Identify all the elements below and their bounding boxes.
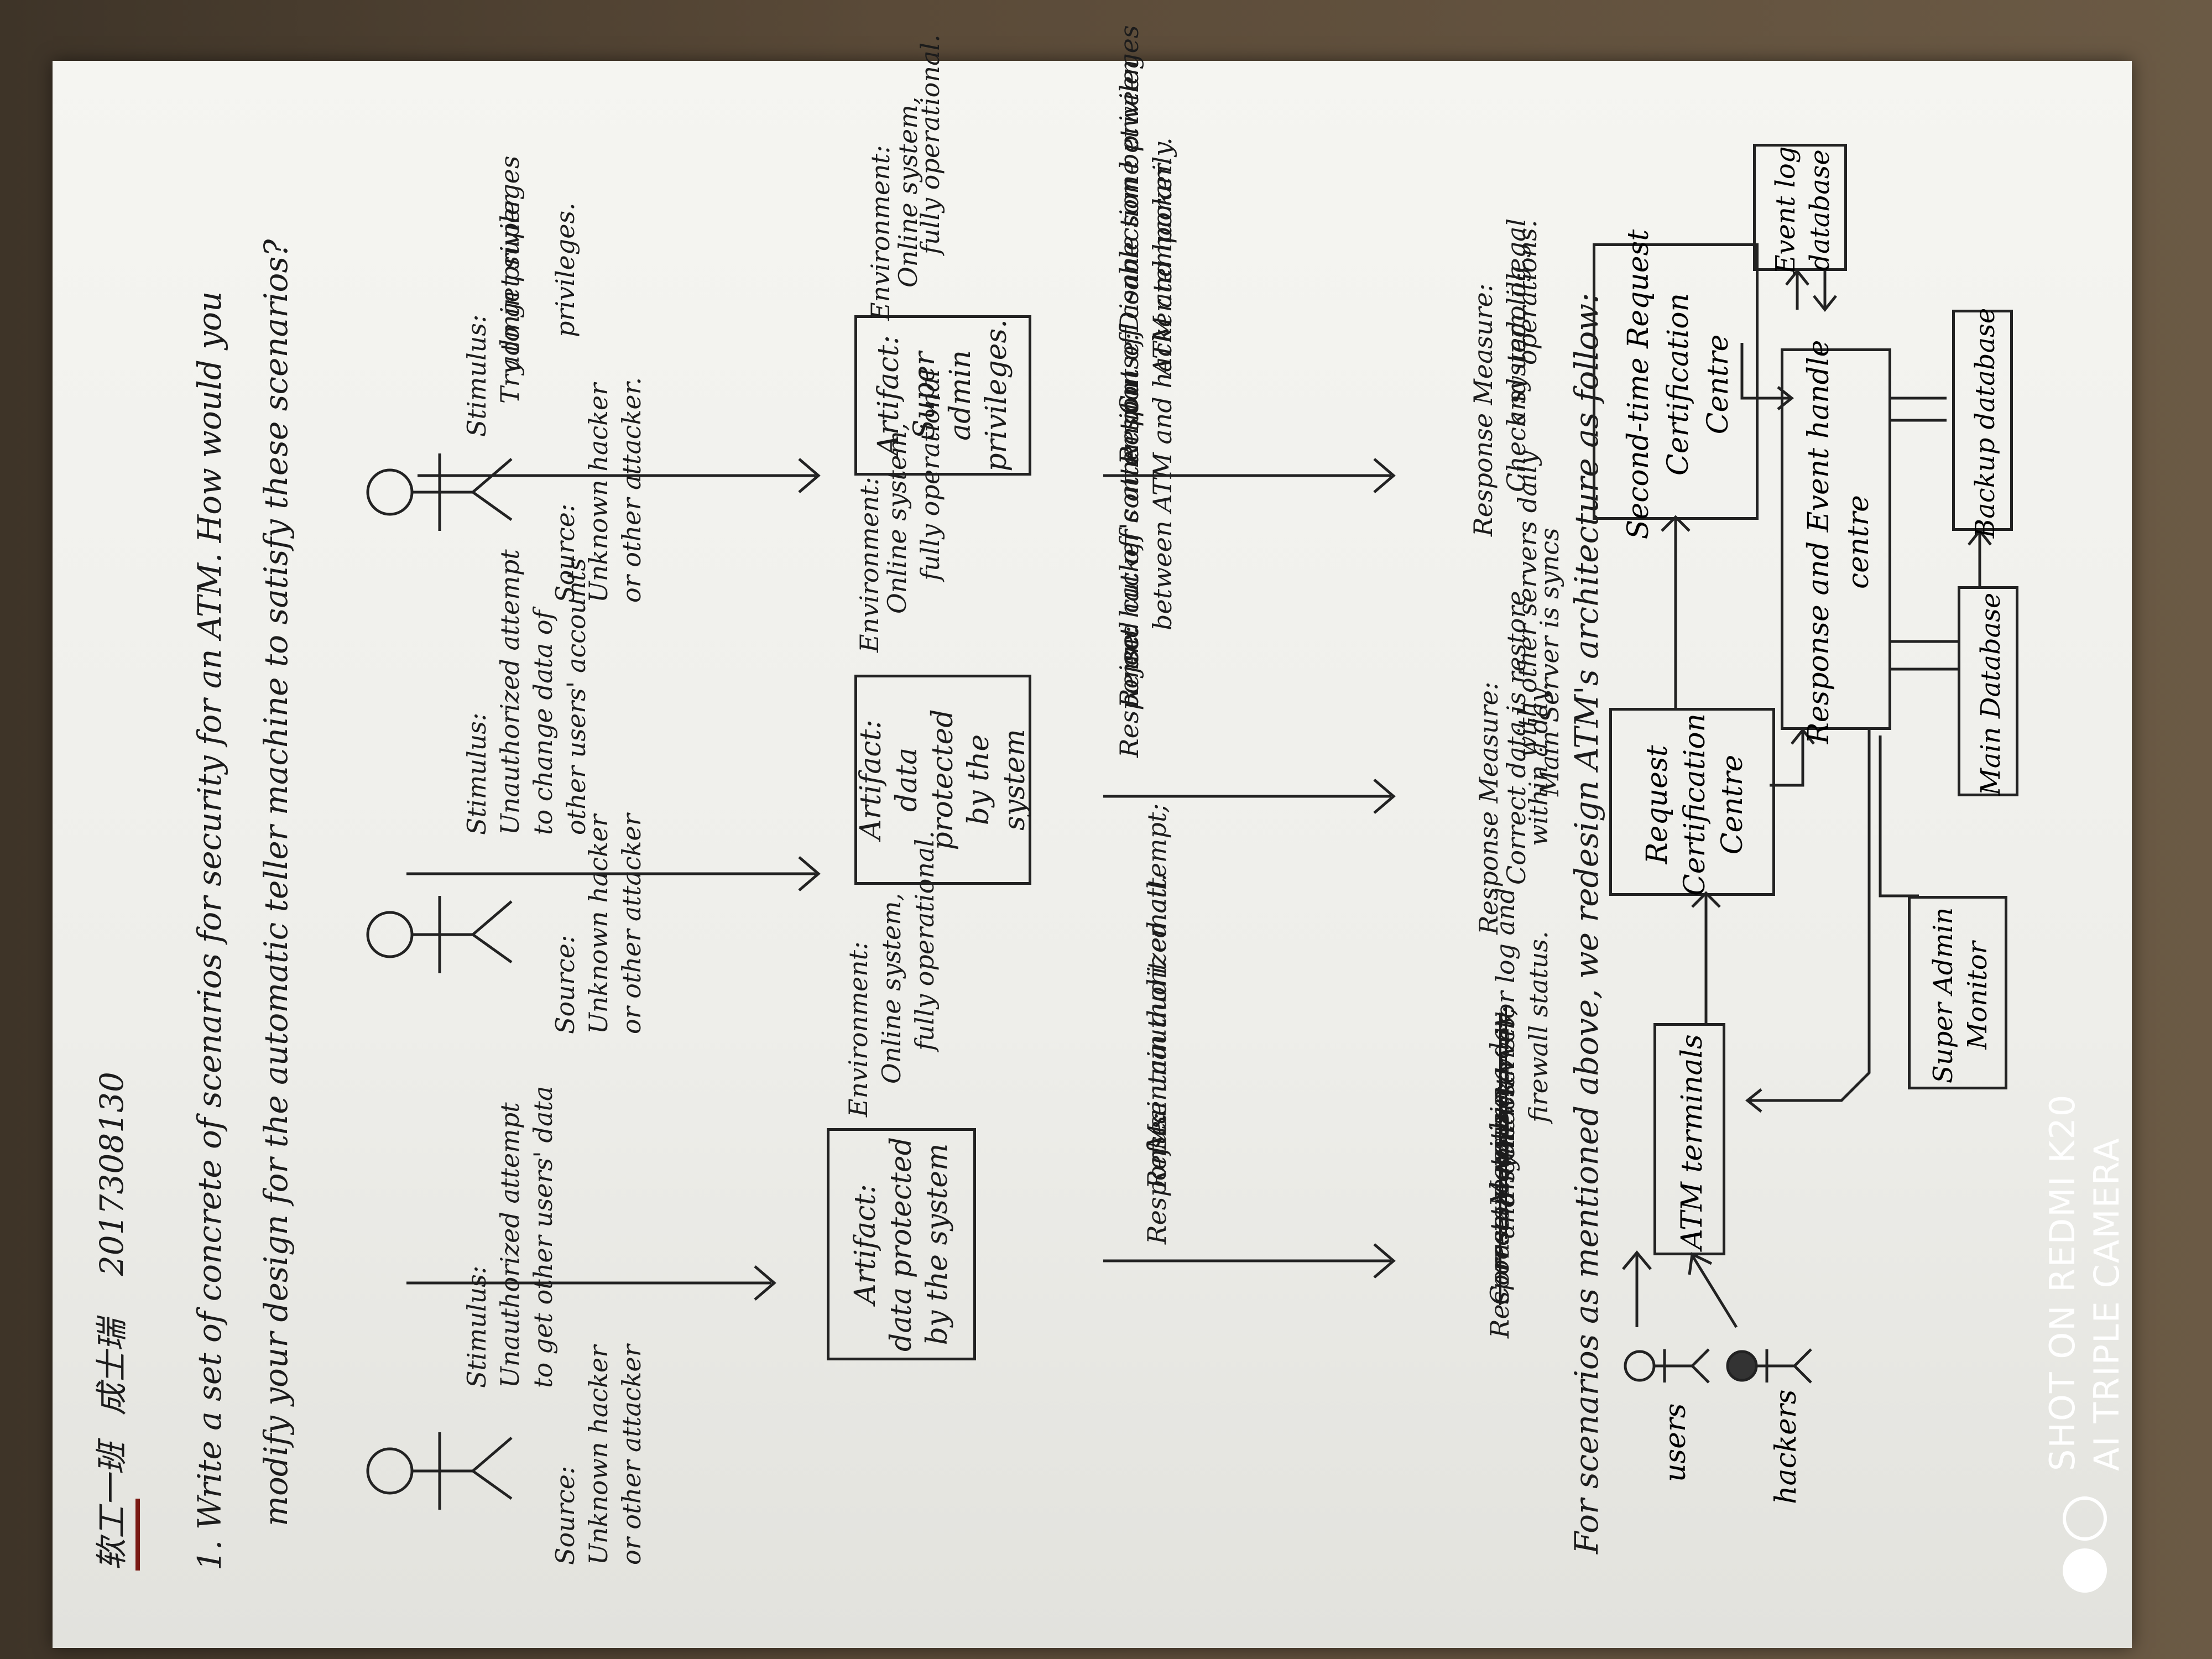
second-cert-line-2: Certification <box>1662 293 1695 476</box>
watermark-line-2: AI TRIPLE CAMERA <box>2086 1137 2127 1471</box>
super-admin-line-1: Super Admin <box>1928 907 1959 1084</box>
s1-arrow-2 <box>1103 1243 1396 1279</box>
s1-arrow-1 <box>406 1265 776 1301</box>
camera-watermark: SHOT ON REDMI K20 AI TRIPLE CAMERA <box>2041 1040 2212 1593</box>
watermark-logo <box>2063 1489 2107 1593</box>
watermark-inner: SHOT ON REDMI K20 AI TRIPLE CAMERA <box>2041 1040 2129 1593</box>
super-admin-monitor-box: Super Admin Monitor <box>1908 896 2007 1089</box>
users-label: users <box>1659 1403 1692 1483</box>
atm-terminals-box: ATM terminals <box>1653 1023 1725 1255</box>
request-certification-box: Request Certification Centre <box>1609 708 1775 896</box>
stick-figure-2 <box>366 896 513 973</box>
response-event-centre-label: Response and Event handle centre <box>1799 340 1879 744</box>
main-database-label: Main Database <box>1975 592 2006 796</box>
backup-database-label: Backup database <box>1970 307 2001 539</box>
watermark-text: SHOT ON REDMI K20 AI TRIPLE CAMERA <box>2041 1094 2129 1471</box>
watermark-dot-ring <box>2063 1496 2107 1541</box>
second-cert-line-3: Centre <box>1702 334 1735 435</box>
atm-terminals-label: ATM terminals <box>1676 1034 1709 1250</box>
event-log-line-1: Event log <box>1770 146 1801 274</box>
request-certification-label: Request Certification Centre <box>1639 713 1751 896</box>
watermark-line-1: SHOT ON REDMI K20 <box>2042 1093 2083 1471</box>
handwritten-page: 软工一班 成士瑞 2017308130 1. Write a set of co… <box>53 25 2132 1648</box>
hackers-label: hackers <box>1770 1389 1803 1504</box>
event-log-database-label: Event log database <box>1768 147 1837 274</box>
s3-arrow-2 <box>1103 458 1396 493</box>
paper-sheet <box>53 61 2132 1648</box>
second-time-certification-box: Second-time Request Certification Centre <box>1593 229 1759 539</box>
second-time-certification-label: Second-time Request Certification Centre <box>1619 229 1738 539</box>
backup-database-box: Backup database <box>1952 308 2013 538</box>
event-log-line-2: database <box>1804 149 1835 271</box>
request-cert-line-3: Centre <box>1716 754 1749 855</box>
s2-arrow-1 <box>406 856 821 891</box>
main-database-box: Main Database <box>1958 586 2018 796</box>
request-cert-line-2: Certification <box>1678 713 1712 896</box>
request-cert-line-1: Request <box>1641 745 1674 864</box>
event-log-database-box: Event log database <box>1753 144 1847 274</box>
super-admin-monitor-label: Super Admin Monitor <box>1926 907 1995 1083</box>
response-event-line-1: Response and Event handle <box>1802 340 1835 744</box>
response-event-line-2: centre <box>1842 495 1875 589</box>
s2-arrow-2 <box>1103 779 1396 814</box>
super-admin-line-2: Monitor <box>1962 941 1993 1050</box>
s3-arrow-1 <box>418 458 821 493</box>
response-event-centre-box: Response and Event handle centre <box>1781 340 1891 744</box>
second-cert-line-1: Second-time Request <box>1622 229 1655 540</box>
stick-figure-1 <box>366 1432 513 1510</box>
watermark-dot-filled <box>2063 1548 2107 1593</box>
